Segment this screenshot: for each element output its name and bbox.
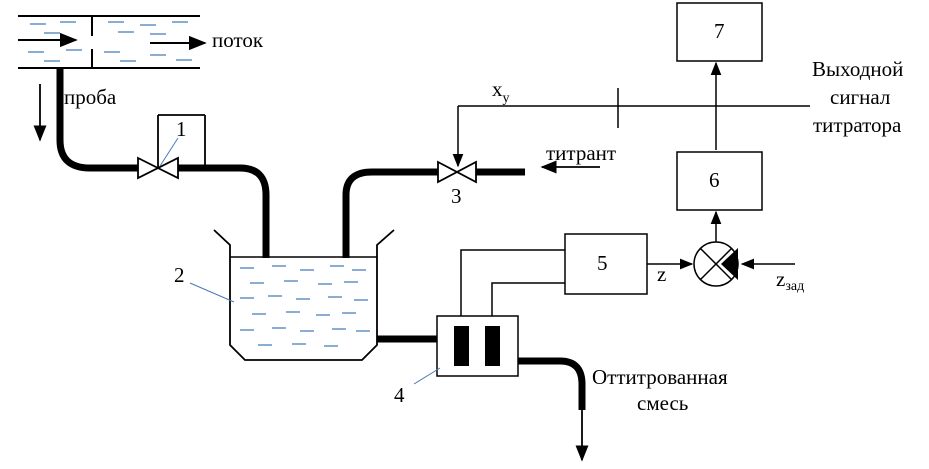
block-6 — [676, 151, 763, 211]
zset-label: zзад — [776, 267, 804, 294]
label-4: 4 — [394, 383, 405, 407]
electrode-2 — [485, 326, 500, 366]
sensor-4 — [436, 315, 519, 377]
valve-3 — [437, 160, 477, 184]
vessel-2 — [213, 229, 395, 361]
block-7 — [676, 2, 763, 62]
output-signal-line2: сигнал — [830, 85, 890, 109]
label-3: 3 — [451, 184, 462, 208]
label-6: 6 — [709, 168, 720, 192]
outlet-pipe — [518, 357, 586, 410]
sample-label: проба — [64, 85, 117, 109]
titrant-label: титрант — [546, 141, 616, 165]
titrant-pipe — [342, 168, 525, 258]
xy-label: xу — [492, 77, 510, 106]
mixture-label-line1: Оттитрованная — [592, 365, 728, 389]
mixture-label-line2: смесь — [637, 391, 688, 415]
leader-4 — [413, 367, 441, 385]
label-5: 5 — [597, 251, 608, 275]
label-7: 7 — [714, 19, 725, 43]
sample-pipe — [56, 68, 270, 258]
sensor-wire-1 — [460, 249, 565, 326]
output-signal-line3: титратора — [813, 113, 902, 137]
main-pipe — [18, 15, 207, 69]
pipe-liquid-dashes — [28, 21, 192, 62]
leader-1 — [159, 137, 179, 167]
label-2: 2 — [174, 263, 185, 287]
leader-2 — [189, 282, 235, 303]
output-signal-line1: Выходной — [812, 57, 903, 81]
sensor-wire-2 — [491, 282, 565, 326]
z-label: z — [657, 262, 666, 286]
block-5 — [564, 233, 648, 295]
electrode-1 — [454, 326, 469, 366]
flow-label: поток — [212, 28, 264, 52]
valve-1 — [137, 114, 206, 180]
label-1: 1 — [176, 117, 187, 141]
comparator — [693, 241, 739, 287]
vessel-liquid-dashes — [240, 265, 370, 347]
